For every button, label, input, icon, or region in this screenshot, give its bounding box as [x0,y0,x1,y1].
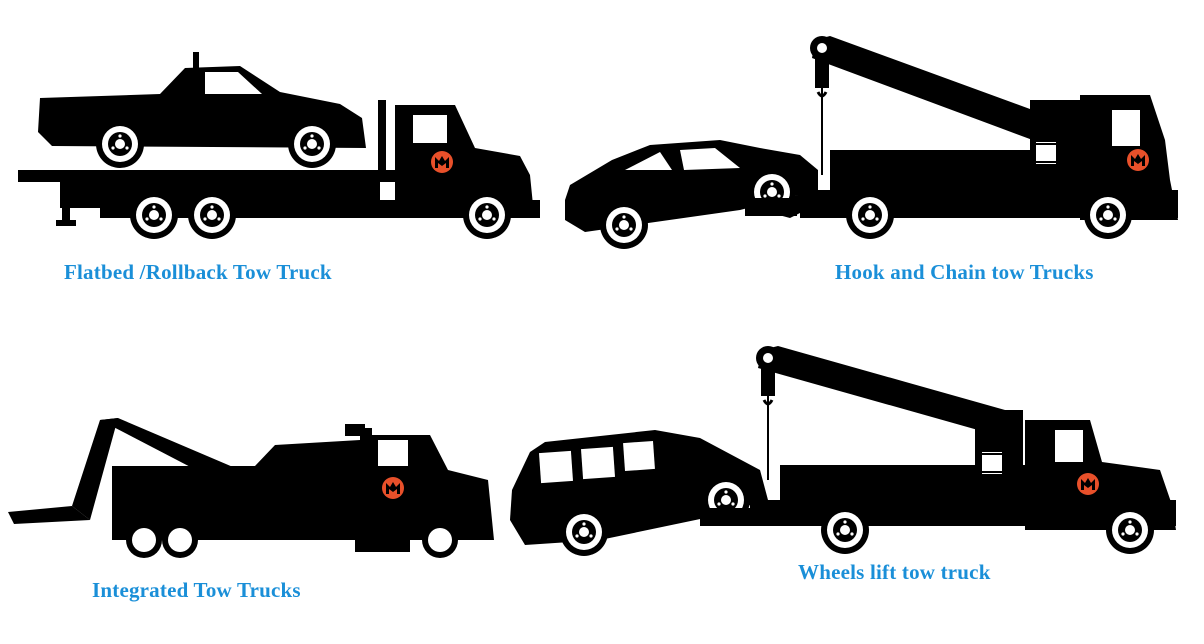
caption-flatbed: Flatbed /Rollback Tow Truck [64,260,332,284]
sedan-car-icon [565,140,818,249]
flatbed-tow-truck-icon [18,100,540,239]
caption-integrated: Integrated Tow Trucks [92,578,301,602]
caption-wheel-lift: Wheels lift tow truck [798,560,991,584]
hook-chain-tow-truck-icon [760,36,1178,239]
wheel-lift-tow-truck-icon [750,346,1176,554]
integrated-tow-truck-icon [8,418,494,558]
caption-hook-chain: Hook and Chain tow Trucks [835,260,1094,284]
suv-jeep-icon [510,430,768,556]
pickup-truck-icon [38,52,366,168]
